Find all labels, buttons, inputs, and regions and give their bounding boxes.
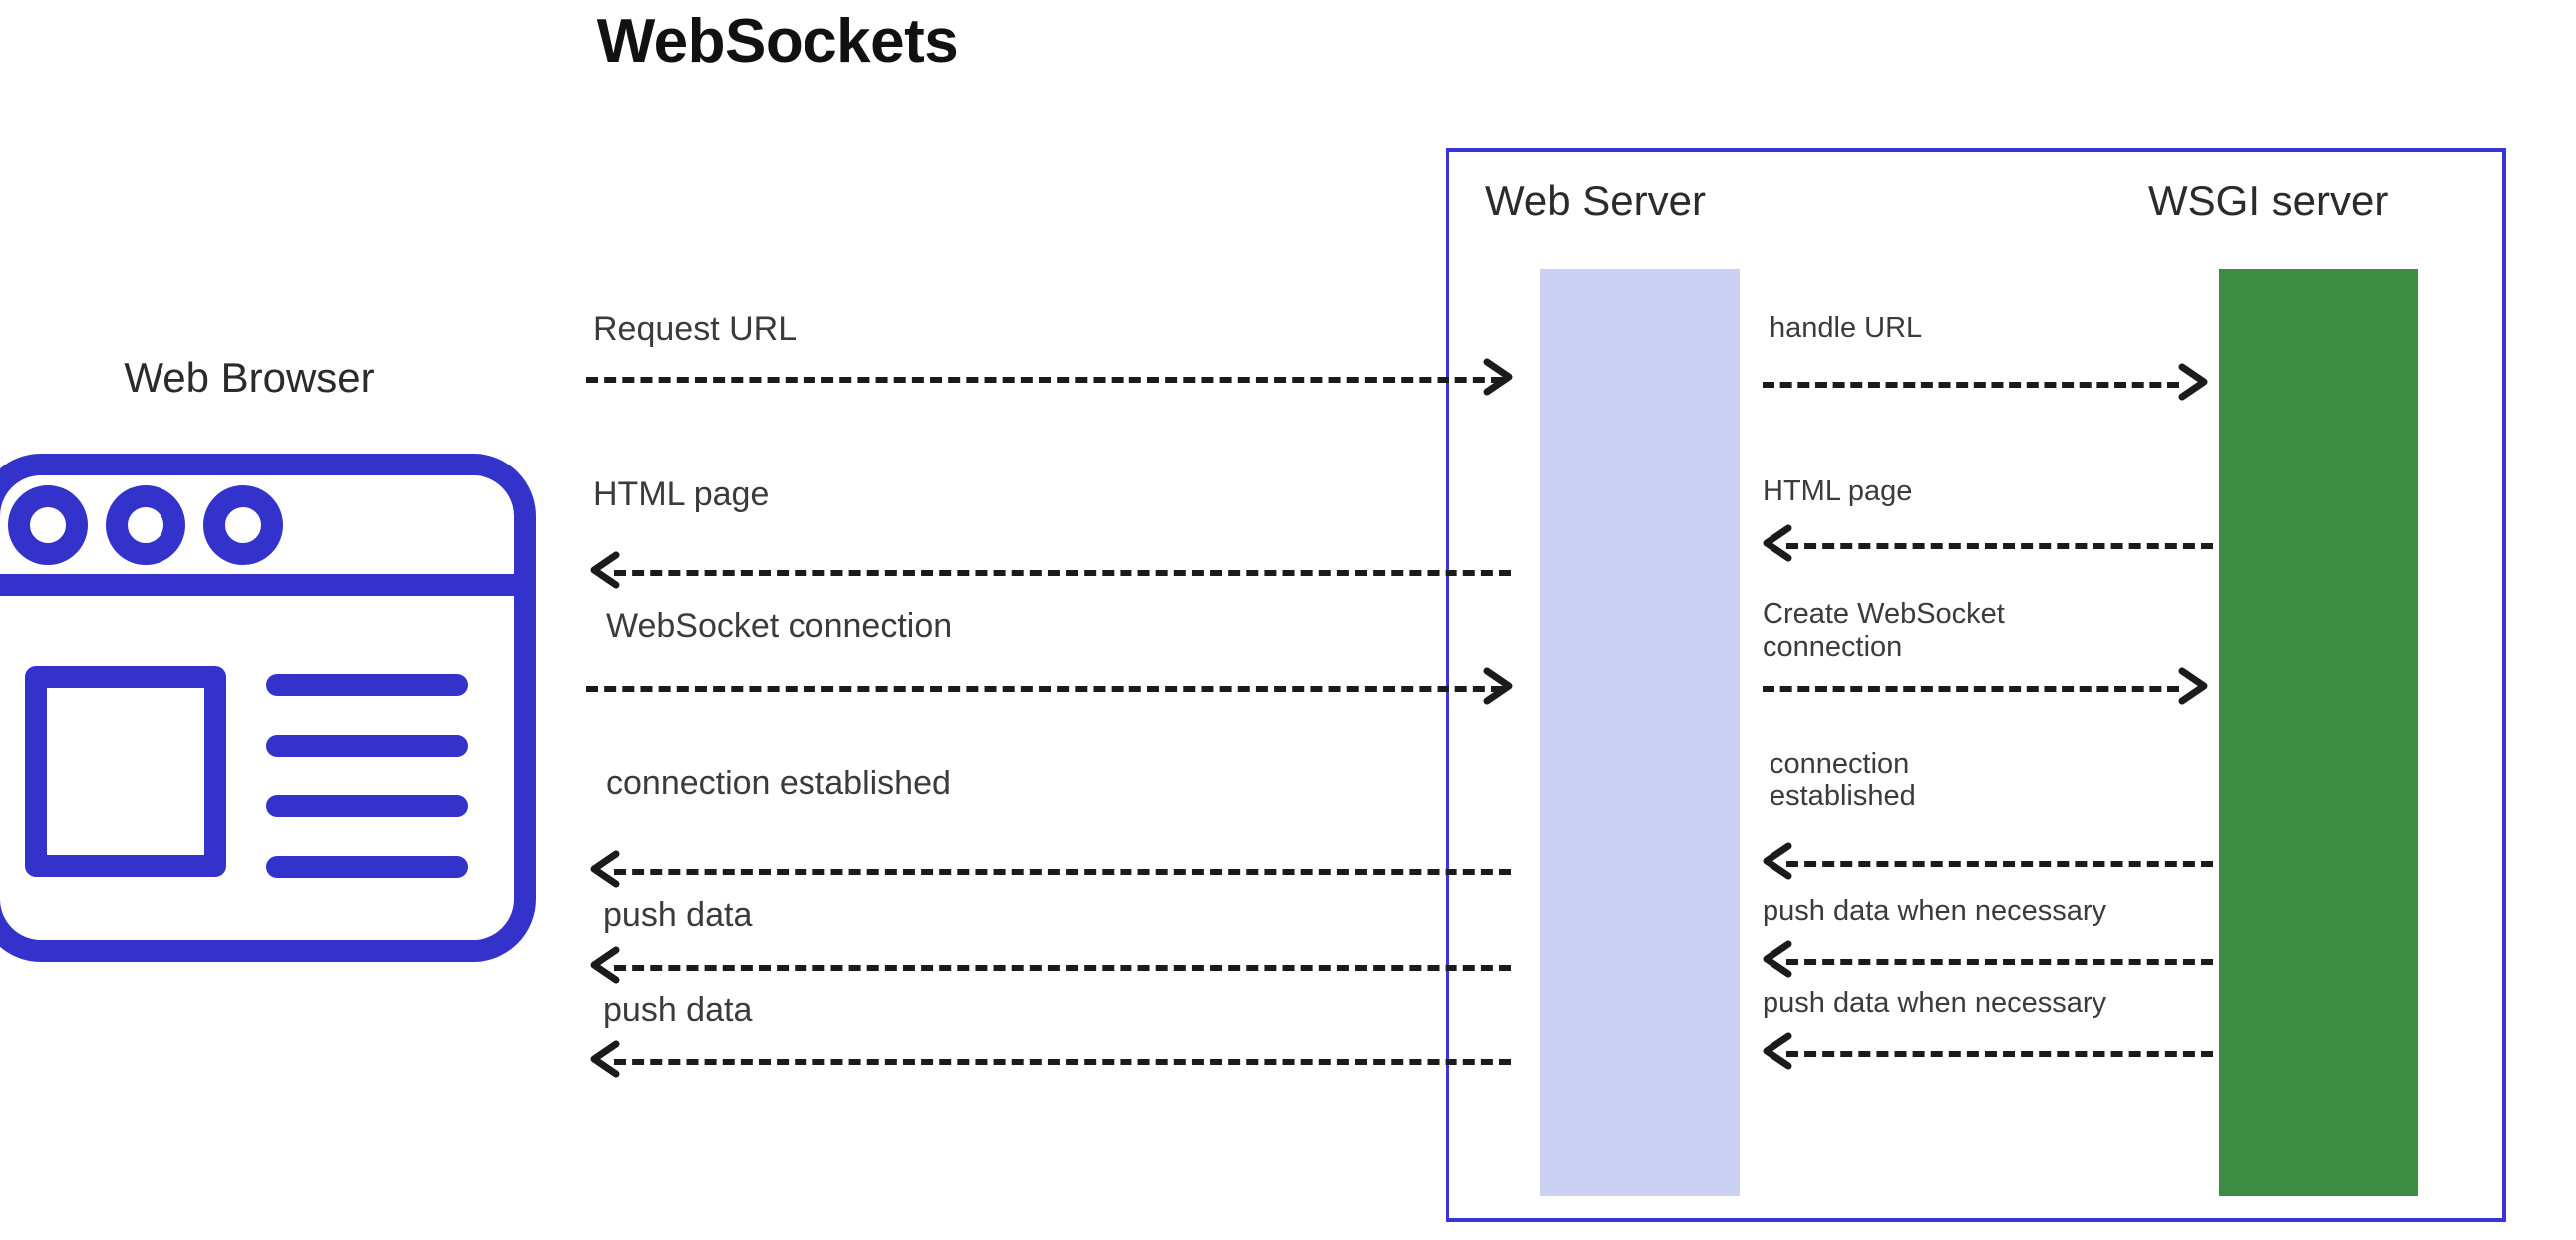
message-label: push data — [603, 896, 753, 934]
message-wire — [614, 1059, 1511, 1065]
message-wire — [1763, 382, 2179, 388]
message-wire — [1763, 686, 2179, 692]
message-label: connection established — [606, 765, 951, 802]
web-server-header: Web Server — [1485, 177, 1706, 224]
message-wire — [1786, 861, 2213, 867]
arrow-head-left-icon — [588, 946, 622, 984]
message-label: WebSocket connection — [606, 607, 953, 645]
arrow-head-left-icon — [588, 850, 622, 888]
message-label: Request URL — [593, 310, 798, 348]
arrow-head-left-icon — [1761, 842, 1794, 880]
message-wire — [1786, 1051, 2213, 1057]
arrow-head-right-icon — [1481, 358, 1515, 396]
message-wire — [586, 377, 1503, 383]
message-wire — [614, 570, 1511, 576]
web-browser-icon — [0, 454, 536, 962]
arrow-head-right-icon — [2176, 667, 2210, 705]
arrow-head-right-icon — [1481, 667, 1515, 705]
wsgi-server-lifeline — [2219, 269, 2418, 1196]
message-wire — [614, 965, 1511, 971]
message-label: handle URL — [1770, 312, 1923, 344]
arrow-head-left-icon — [588, 1040, 622, 1078]
message-label: push data when necessary — [1763, 895, 2106, 927]
message-wire — [1786, 959, 2213, 965]
web-browser-label: Web Browser — [124, 354, 375, 401]
message-wire — [586, 686, 1503, 692]
arrow-head-left-icon — [588, 551, 622, 589]
message-label: connection established — [1770, 748, 1916, 813]
web-server-lifeline — [1540, 269, 1740, 1196]
arrow-head-left-icon — [1761, 1032, 1794, 1070]
wsgi-server-header: WSGI server — [2148, 177, 2389, 224]
page-title: WebSockets — [596, 7, 959, 76]
arrow-head-left-icon — [1761, 940, 1794, 978]
message-label: HTML page — [1763, 475, 1913, 507]
message-wire — [614, 869, 1511, 875]
arrow-head-left-icon — [1761, 524, 1794, 562]
server-container-box — [1446, 148, 2506, 1222]
message-wire — [1786, 543, 2213, 549]
message-label: push data when necessary — [1763, 987, 2106, 1019]
message-label: HTML page — [593, 475, 770, 513]
arrow-head-right-icon — [2176, 363, 2210, 401]
message-label: Create WebSocket connection — [1763, 598, 2005, 664]
message-label: push data — [603, 991, 753, 1029]
